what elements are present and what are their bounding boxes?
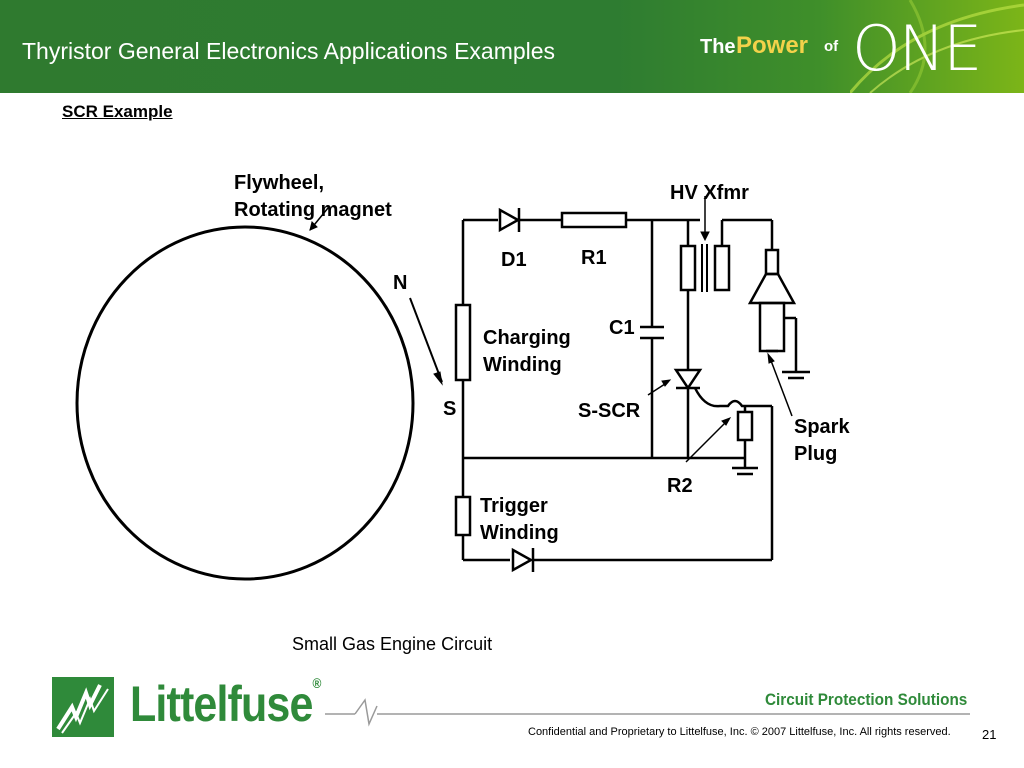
brand-power: Power: [736, 32, 809, 59]
spark-plug: [747, 248, 810, 417]
page-number: 21: [982, 727, 997, 742]
resistor-r1: [560, 211, 628, 229]
tagline: Circuit Protection Solutions: [765, 690, 968, 709]
scr-symbol: [647, 368, 703, 396]
label-charging-winding: Charging Winding: [483, 327, 571, 376]
charging-winding-coil: [454, 303, 472, 382]
confidential-notice: Confidential and Proprietary to Littelfu…: [528, 726, 951, 738]
brand-of: of: [824, 38, 839, 55]
footer-divider-line: [325, 698, 970, 727]
resistor-r2: [685, 410, 758, 476]
header-glow-graphic: [850, 0, 1024, 93]
trigger-winding-coil: [454, 495, 472, 537]
diode-d1: [498, 207, 521, 233]
wiring: [461, 218, 774, 562]
label-spark-plug: Spark Plug: [794, 416, 850, 465]
header-bar: Thyristor General Electronics Applicatio…: [0, 0, 1024, 93]
diagram-caption: Small Gas Engine Circuit: [292, 634, 493, 654]
magnet-arrow: [409, 297, 443, 383]
label-hv-xfmr: HV Xfmr: [670, 182, 749, 204]
littelfuse-wordmark: Littelfuse®: [130, 675, 321, 733]
brand-one: ONE: [852, 12, 982, 85]
label-north: N: [393, 272, 408, 294]
label-south: S: [443, 398, 457, 420]
label-c1: C1: [609, 317, 635, 339]
label-r2: R2: [667, 475, 693, 497]
label-trigger-winding: Trigger Winding: [480, 495, 559, 544]
brand-the: The: [700, 36, 736, 58]
slide-title: Thyristor General Electronics Applicatio…: [22, 38, 556, 64]
label-s-scr: S-SCR: [578, 400, 641, 422]
diode-trigger: [511, 547, 535, 573]
label-d1: D1: [501, 249, 527, 271]
capacitor-c1: [640, 325, 664, 340]
section-title: SCR Example: [62, 102, 173, 121]
littelfuse-logo-icon: [52, 677, 114, 737]
registered-mark: ®: [312, 675, 322, 691]
flywheel-circle: [75, 225, 415, 581]
label-flywheel: Flywheel, Rotating magnet: [234, 172, 392, 221]
hv-transformer: [679, 196, 731, 292]
label-r1: R1: [581, 247, 607, 269]
company-name: Littelfuse: [130, 676, 313, 732]
